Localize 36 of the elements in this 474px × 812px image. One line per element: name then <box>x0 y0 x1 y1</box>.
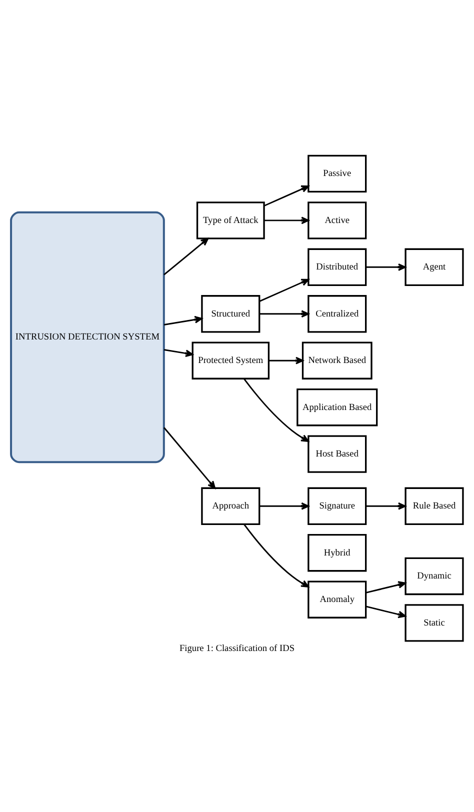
arrow <box>243 524 309 588</box>
node-box: Static <box>404 604 464 642</box>
arrow <box>264 185 310 206</box>
arrow <box>164 316 202 326</box>
arrow <box>163 427 216 489</box>
node-box: Type of Attack <box>196 202 265 240</box>
arrow <box>243 378 309 442</box>
node-box: Network Based <box>302 342 372 380</box>
arrow <box>264 216 310 224</box>
caption: Figure 1: Classification of IDS <box>179 644 295 654</box>
arrow <box>269 356 304 364</box>
node-box: Rule Based <box>404 487 464 525</box>
node-box: Active <box>308 202 367 240</box>
node-box: INTRUSION DETECTION SYSTEM <box>10 211 165 464</box>
arrow <box>366 581 406 594</box>
arrow <box>366 502 406 510</box>
node-box: Centralized <box>308 295 367 333</box>
node-box: Agent <box>404 248 464 286</box>
arrow <box>366 263 406 271</box>
node-box: Passive <box>308 154 367 193</box>
node-box: Application Based <box>296 388 378 426</box>
arrow <box>366 606 406 618</box>
node-box: Dynamic <box>404 557 464 596</box>
arrow <box>260 502 310 510</box>
arrow <box>259 278 310 302</box>
node-box: Distributed <box>308 248 367 286</box>
node-box: Hybrid <box>308 534 367 572</box>
arrow <box>164 349 194 358</box>
arrow <box>164 238 209 276</box>
node-box: Anomaly <box>308 580 367 618</box>
node-box: Signature <box>308 487 367 525</box>
node-box: Protected System <box>192 342 270 380</box>
node-box: Host Based <box>308 435 367 473</box>
node-box: Approach <box>201 487 260 525</box>
arrow <box>260 310 310 318</box>
node-box: Structured <box>201 295 260 333</box>
